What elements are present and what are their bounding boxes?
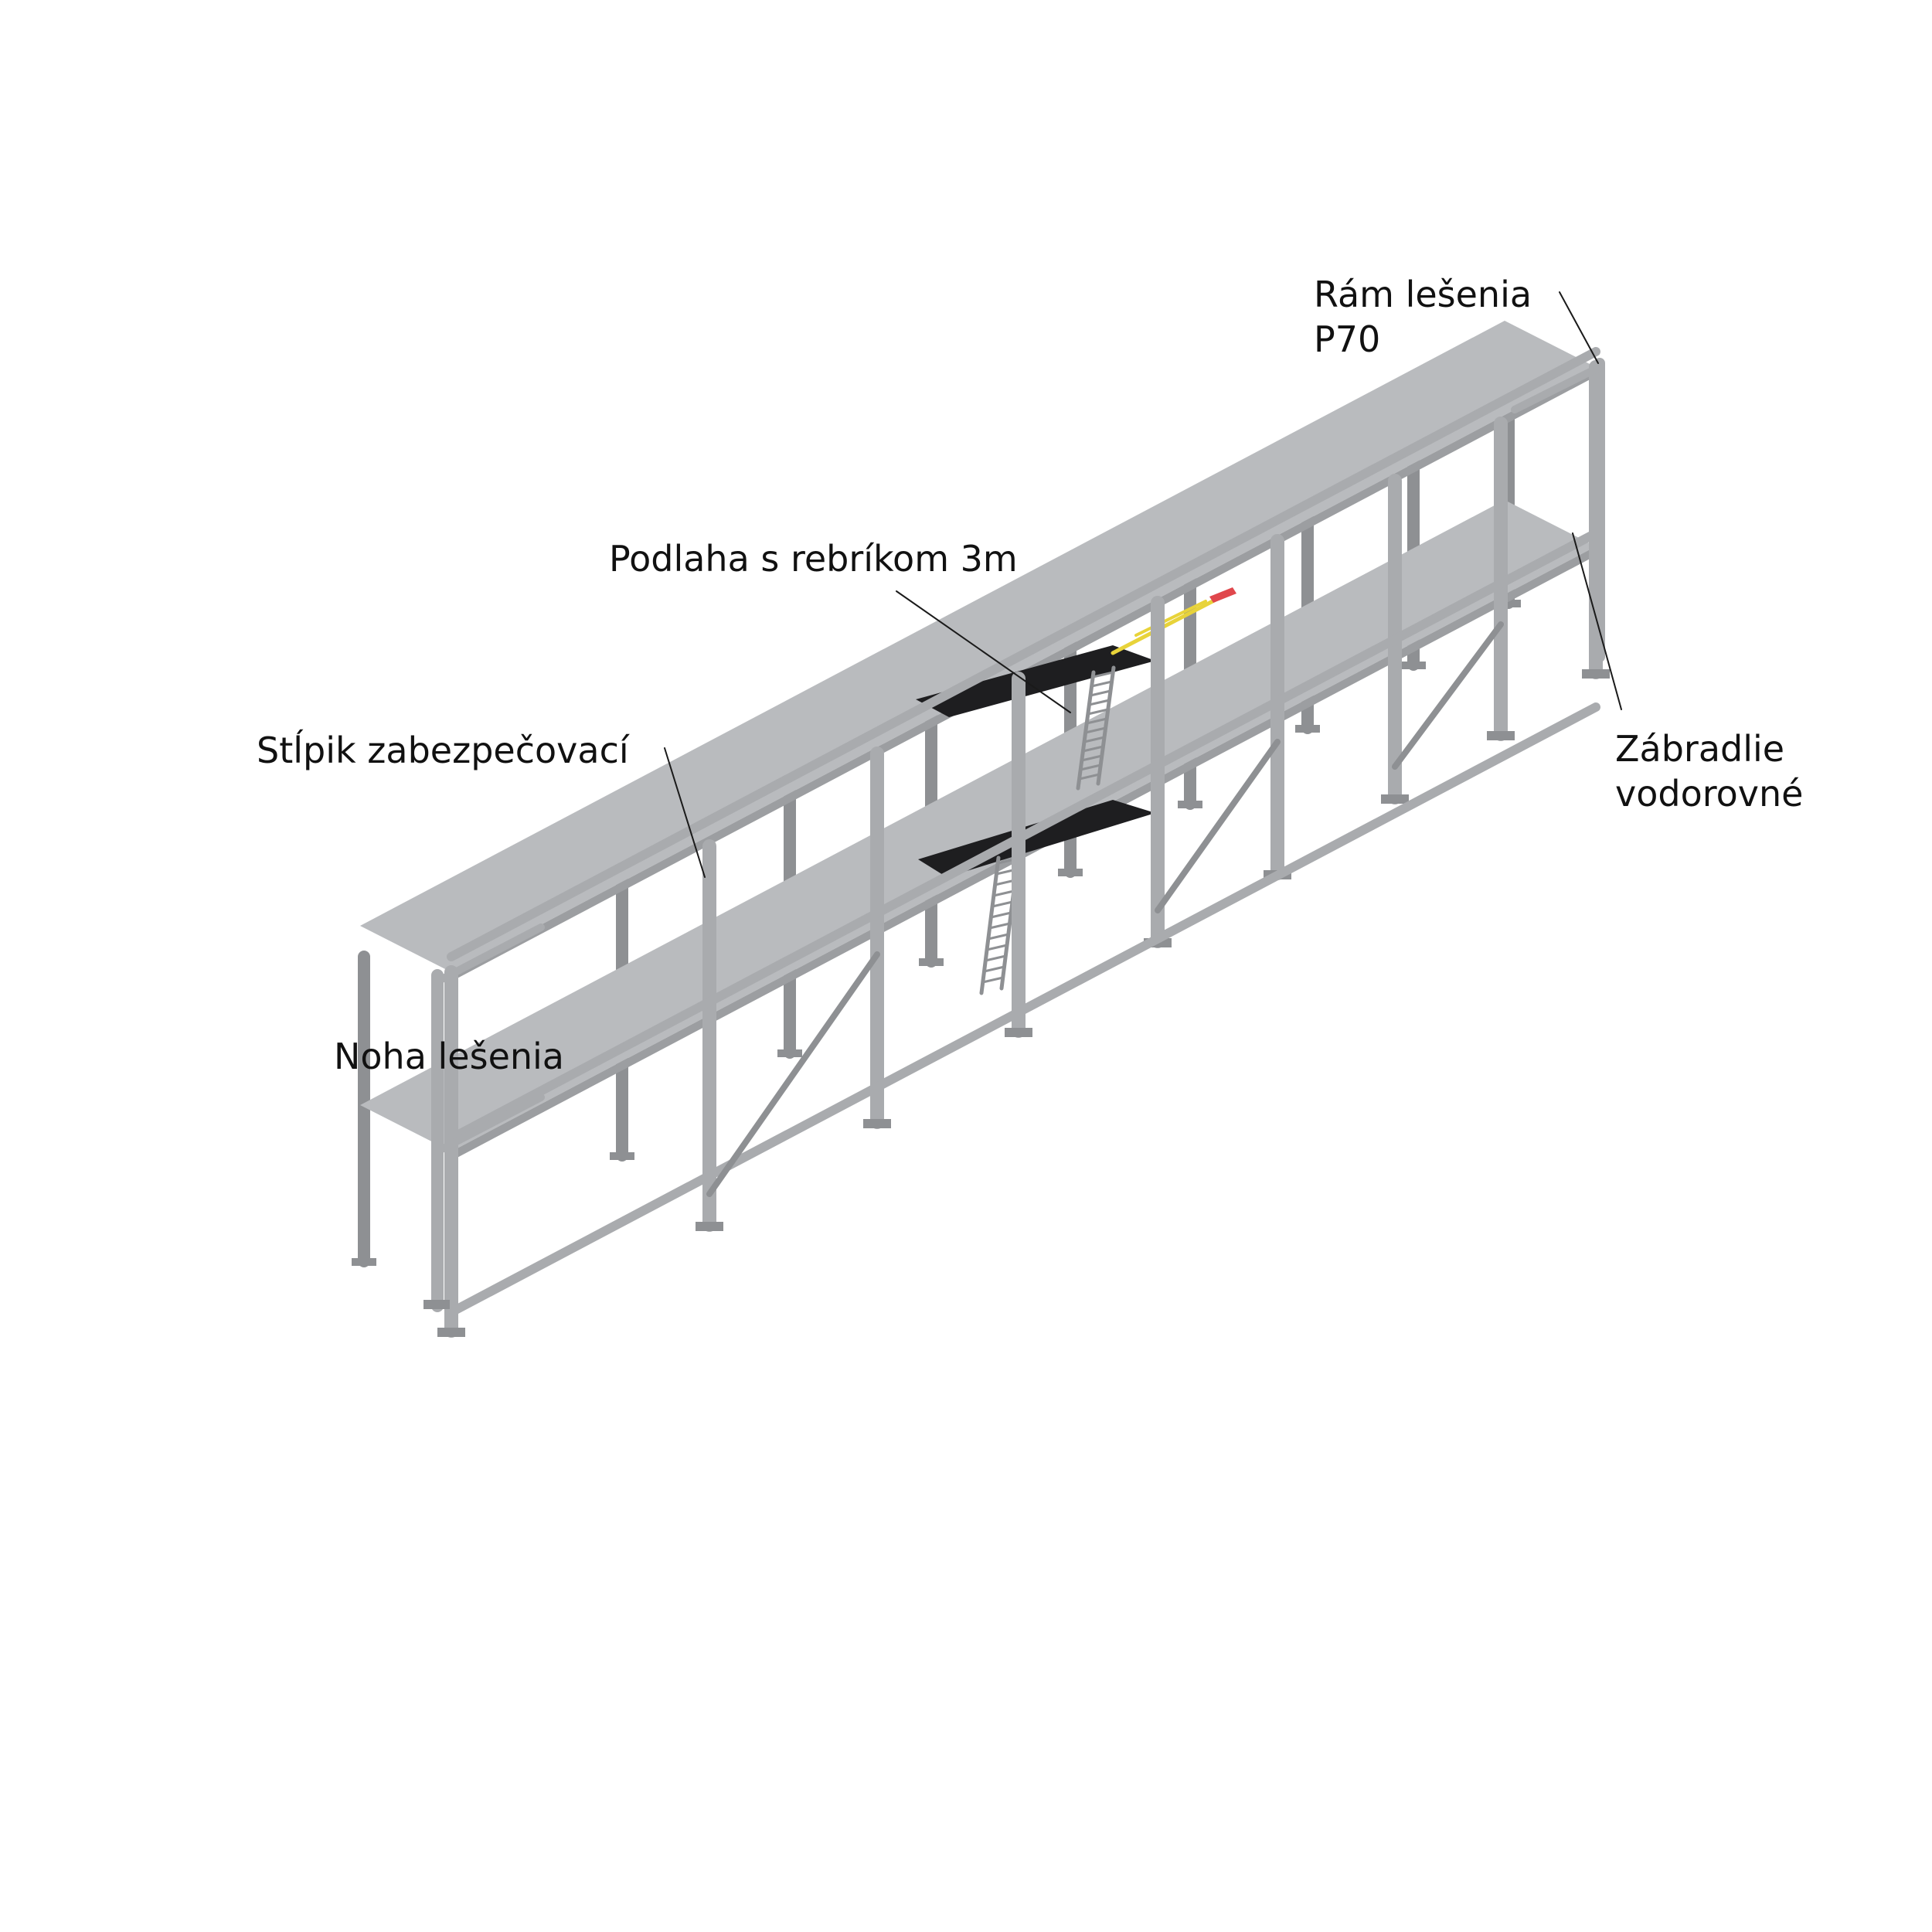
label-noha-lesenia: Noha lešenia bbox=[334, 1034, 564, 1079]
ladder-lower-rung bbox=[984, 954, 1007, 962]
upper-deck bbox=[360, 321, 1596, 972]
guardrail-top bbox=[447, 347, 1600, 961]
back-post-base bbox=[1058, 869, 1083, 876]
end-frame-rail bbox=[434, 923, 545, 985]
front-post-base bbox=[863, 1119, 891, 1128]
end-frame-rail-right bbox=[1511, 363, 1604, 413]
back-post-base bbox=[1496, 600, 1521, 607]
front-post-base bbox=[696, 1222, 723, 1231]
ladder-upper-rung bbox=[1090, 680, 1114, 688]
back-post-base bbox=[352, 1258, 376, 1266]
ladder-lower-rung bbox=[992, 889, 1015, 897]
back-post-base bbox=[1178, 801, 1202, 808]
ladder-upper-rung bbox=[1089, 689, 1112, 697]
ladder-lower-rung bbox=[985, 944, 1009, 951]
accent-yellow-stripe-2 bbox=[1134, 600, 1207, 637]
back-post-base bbox=[1401, 662, 1426, 669]
diagonal-brace bbox=[1392, 621, 1504, 770]
leader-ram bbox=[1559, 291, 1599, 364]
leader-lines bbox=[664, 291, 1622, 878]
label-podlaha-text: Podlaha s rebríkom 3m bbox=[609, 538, 1018, 580]
front-post-base bbox=[1582, 669, 1610, 679]
front-post-base bbox=[437, 1328, 465, 1337]
leader-zabradlie bbox=[1572, 532, 1622, 710]
back-post-base bbox=[777, 1049, 802, 1057]
ladder-upper-rung bbox=[1078, 773, 1101, 781]
ladder-upper-rung bbox=[1091, 671, 1114, 679]
guardrail-mid bbox=[447, 529, 1600, 1143]
ladder-upper-rung bbox=[1087, 708, 1110, 716]
lower-deck bbox=[360, 500, 1596, 1151]
ladder-lower-rung bbox=[983, 965, 1006, 973]
diagonal-brace bbox=[1155, 739, 1281, 913]
back-post-base bbox=[610, 1152, 634, 1160]
hatch-deck-upper bbox=[916, 645, 1155, 717]
ladder-lower-rung bbox=[988, 922, 1012, 930]
ladder-upper-rung bbox=[1081, 745, 1104, 753]
label-zabradlie-line1: Zábradlie bbox=[1615, 728, 1785, 770]
front-post-base bbox=[1487, 731, 1515, 740]
ladder-lower-rung bbox=[987, 933, 1010, 940]
front-post-base bbox=[1005, 1028, 1032, 1037]
label-noha-text: Noha lešenia bbox=[334, 1036, 564, 1077]
ladder-upper-rung bbox=[1079, 764, 1102, 771]
back-post-base bbox=[919, 958, 944, 966]
guardrail-low bbox=[447, 702, 1600, 1317]
end-frame-base bbox=[423, 1300, 450, 1309]
ladder-upper-rung bbox=[1083, 736, 1106, 743]
diagonal-brace bbox=[706, 951, 880, 1197]
leader-stlpik bbox=[664, 747, 706, 878]
end-frame-rail bbox=[434, 1094, 545, 1155]
ladder-upper-rung bbox=[1080, 754, 1104, 762]
front-post-base bbox=[1381, 794, 1409, 804]
back-post-base bbox=[1295, 725, 1320, 733]
label-zabradlie-vodorovne: Zábradlie vodorovné bbox=[1615, 726, 1803, 816]
ladder-lower-rung bbox=[981, 976, 1005, 984]
scaffold-structure bbox=[352, 321, 1610, 1338]
ladder-upper-rung bbox=[1085, 717, 1108, 725]
label-stlpik-zabezpecovaci: Stĺpik zabezpečovací bbox=[257, 728, 629, 773]
ladder-upper-rung bbox=[1084, 726, 1107, 734]
accent-red-mark bbox=[1209, 587, 1236, 603]
ladder-lower-rung bbox=[989, 911, 1012, 919]
label-ram-lesenia: Rám lešenia P70 bbox=[1314, 272, 1532, 362]
label-zabradlie-line2: vodorovné bbox=[1615, 773, 1804, 815]
accent-yellow-stripe bbox=[1111, 597, 1219, 655]
label-podlaha-s-rebrikom: Podlaha s rebríkom 3m bbox=[609, 536, 1018, 581]
leader-podlaha bbox=[896, 590, 1071, 713]
label-stlpik-text: Stĺpik zabezpečovací bbox=[257, 730, 629, 771]
label-ram-lesenia-line2: P70 bbox=[1314, 318, 1381, 360]
ladder-lower-rung bbox=[991, 900, 1014, 908]
ladder-upper-rung bbox=[1087, 699, 1111, 706]
label-ram-lesenia-line1: Rám lešenia bbox=[1314, 274, 1532, 315]
